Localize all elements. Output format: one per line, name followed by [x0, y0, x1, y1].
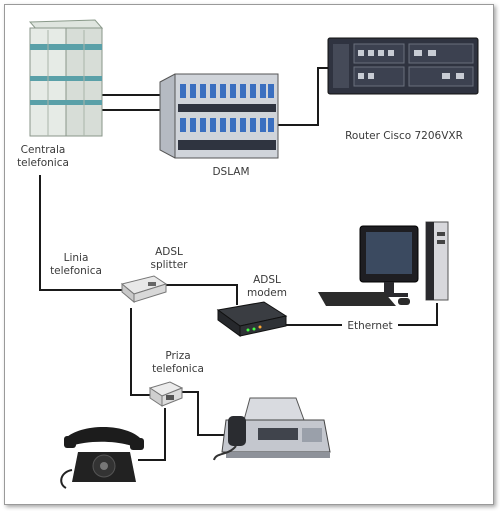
- phone-jack-label: Priza telefonica: [146, 350, 210, 376]
- line-jack-phone: [138, 408, 166, 461]
- central-office-label-line2: telefonica: [17, 157, 69, 169]
- splitter-icon: [120, 275, 168, 304]
- central-office-label-line1: Centrala: [20, 144, 66, 156]
- connection-lines: [39, 67, 438, 461]
- rotary-phone-icon: [60, 427, 144, 489]
- line-telephone: [39, 175, 125, 291]
- telephone-line-label-line2: telefonica: [50, 265, 102, 277]
- telephone-line-label: Linia telefonica: [44, 252, 108, 278]
- splitter-label-line2: splitter: [150, 259, 188, 271]
- splitter-label-line1: ADSL: [155, 246, 183, 258]
- modem-label-line1: ADSL: [253, 274, 281, 286]
- router-label: Router Cisco 7206VXR: [345, 130, 463, 142]
- router-icon: [327, 37, 479, 95]
- line-splitter-jack: [130, 308, 155, 396]
- modem-label: ADSL modem: [242, 274, 292, 300]
- modem-icon: [216, 301, 288, 337]
- fax-icon: [213, 397, 331, 461]
- computer-icon: [318, 221, 449, 306]
- line-ethernet: [285, 303, 438, 326]
- telephone-line-label-line1: Linia: [63, 252, 89, 264]
- phone-jack-label-line2: telefonica: [152, 363, 204, 375]
- central-office-icon: [28, 19, 104, 137]
- line-dslam-router: [278, 67, 330, 126]
- ethernet-label: Ethernet: [342, 320, 398, 333]
- phone-jack-label-line1: Priza: [165, 350, 191, 362]
- dslam-icon: [159, 73, 279, 159]
- line-jack-fax: [180, 391, 228, 436]
- splitter-label: ADSL splitter: [144, 246, 194, 272]
- modem-label-line2: modem: [246, 287, 287, 299]
- central-office-label: Centrala telefonica: [12, 144, 74, 170]
- dslam-label: DSLAM: [212, 166, 250, 178]
- line-splitter-modem: [165, 284, 238, 305]
- phone-jack-icon: [148, 381, 184, 407]
